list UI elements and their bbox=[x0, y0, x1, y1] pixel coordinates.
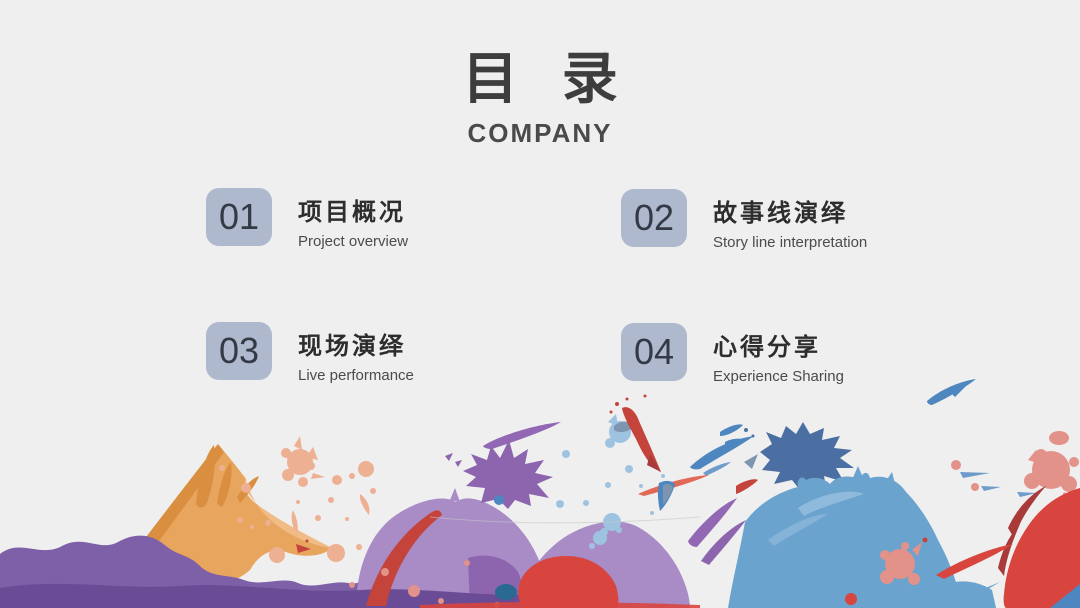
toc-item-01-texts: 项目概况 Project overview bbox=[298, 192, 408, 250]
toc-item-02-subtitle: Story line interpretation bbox=[713, 234, 868, 251]
purple-splash-shape bbox=[0, 422, 746, 608]
toc-item-01[interactable]: 01 项目概况 Project overview bbox=[206, 188, 408, 250]
toc-item-03-subtitle: Live performance bbox=[298, 367, 414, 384]
toc-item-04-subtitle: Experience Sharing bbox=[713, 368, 844, 385]
paint-splash-decoration bbox=[0, 379, 1080, 608]
toc-item-01-number-badge: 01 bbox=[206, 188, 272, 246]
toc-item-03-number-badge: 03 bbox=[206, 322, 272, 380]
red-splash-shape bbox=[927, 379, 1080, 608]
toc-item-04[interactable]: 04 心得分享 Experience Sharing bbox=[621, 323, 844, 385]
toc-item-03-texts: 现场演绎 Live performance bbox=[298, 326, 414, 384]
toc-item-04-title: 心得分享 bbox=[713, 334, 821, 361]
toc-item-03[interactable]: 03 现场演绎 Live performance bbox=[206, 322, 414, 384]
toc-item-02[interactable]: 02 故事线演绎 Story line interpretation bbox=[621, 189, 867, 251]
toc-item-04-number-badge: 04 bbox=[621, 323, 687, 381]
blue-splash-shape bbox=[720, 422, 1000, 608]
slide-header: 目 录 COMPANY bbox=[0, 47, 1080, 149]
toc-item-04-texts: 心得分享 Experience Sharing bbox=[713, 327, 844, 385]
toc-item-02-title: 故事线演绎 bbox=[713, 200, 848, 227]
center-scatter bbox=[429, 394, 758, 549]
toc-item-02-texts: 故事线演绎 Story line interpretation bbox=[713, 193, 867, 251]
toc-item-03-title: 现场演绎 bbox=[298, 333, 406, 360]
page-title: 目 录 bbox=[462, 47, 632, 110]
toc-item-02-number-badge: 02 bbox=[621, 189, 687, 247]
toc-item-01-subtitle: Project overview bbox=[298, 233, 409, 250]
center-red-blob bbox=[420, 556, 700, 608]
page-subtitle: COMPANY bbox=[467, 117, 613, 148]
toc-item-01-title: 项目概况 bbox=[298, 199, 406, 226]
peach-splatter bbox=[219, 436, 376, 563]
